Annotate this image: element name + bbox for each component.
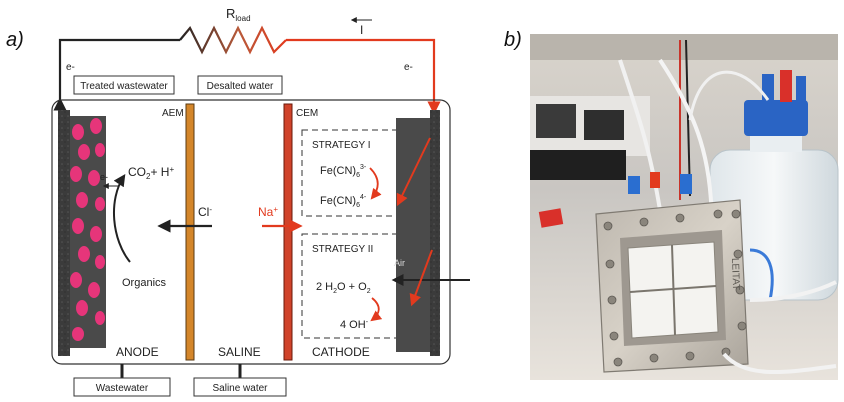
cathode-electron-arrow-1 [396,137,431,207]
bottle-cap [744,100,808,136]
electron-label-anode: e- [100,172,108,182]
desalted-water-label: Desalted water [207,81,274,92]
treated-wastewater-label: Treated wastewater [80,81,168,92]
water-oxygen-label: 2 H2O + O2 [316,281,371,295]
resistor-label: Rload [226,6,251,23]
co2-h-label: CO2+ H+ [128,165,174,181]
cem-membrane [283,103,293,361]
electron-label-left: e- [66,62,75,73]
treated-wastewater-box [73,75,175,95]
anode-electrode [58,110,70,356]
external-wire-right [286,38,441,115]
cathode-electrode-body [396,118,430,352]
air-label: Air [394,258,405,268]
current-label: I [360,23,363,37]
resistor-load [179,25,287,55]
hydroxide-label: 4 OH- [340,319,369,331]
panel-b-label: b) [504,29,522,51]
strategy-2-label: STRATEGY II [312,244,373,255]
cathode-electron-arrow-2 [409,249,433,307]
biofilm-bacteria [70,118,105,341]
ferricyanide-label: Fe(CN)63- [320,164,367,179]
sodium-label: Na+ [258,205,278,219]
aem-label: AEM [162,108,184,119]
desalted-water-box [197,75,283,95]
cem-label: CEM [296,108,318,119]
external-wire-left [53,38,180,111]
strategy-1-label: STRATEGY I [312,140,371,151]
lab-photo: LEITAT [530,34,839,380]
device-brand-label: LEITAT [729,258,741,291]
ferrocyanide-label: Fe(CN)64- [320,194,367,209]
panel-a-schematic: a) Rload I e- e- Treated wastewater Desa… [6,6,470,397]
ferricyanide-reduction-arrow [369,167,382,200]
saline-chamber-label: SALINE [218,345,261,359]
cathode-chamber-label: CATHODE [312,345,370,359]
oxygen-reduction-arrow [370,297,383,322]
saline-water-box [193,377,287,397]
cathode-electrode [430,110,440,356]
wastewater-label: Wastewater [96,383,149,394]
panel-a-label: a) [6,29,24,51]
organics-label: Organics [122,277,167,289]
organics-oxidation-arrow [113,174,131,263]
aem-membrane [185,103,195,361]
electron-label-right: e- [404,62,413,73]
anode-chamber-label: ANODE [116,345,159,359]
wastewater-box [73,377,171,397]
reactor-outline [51,99,451,365]
panel-b-photo: b) [504,29,839,380]
chloride-label: Cl- [198,205,212,219]
saline-water-label: Saline water [212,383,268,394]
